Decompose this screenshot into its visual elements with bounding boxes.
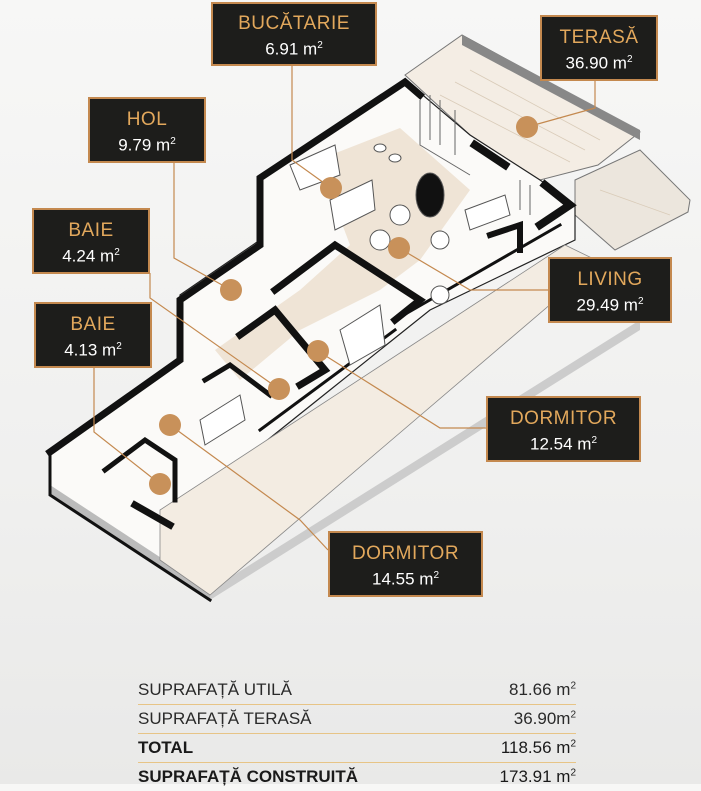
label-bucatarie: BUCĂTARIE 6.91 m2 — [211, 2, 377, 66]
leader-hol — [173, 162, 232, 291]
marker-baie2 — [149, 473, 171, 495]
leader-baie1 — [149, 273, 280, 390]
room-area: 4.24 m2 — [62, 246, 120, 266]
label-dormitor-2: DORMITOR 14.55 m2 — [328, 531, 483, 597]
marker-living — [388, 237, 410, 259]
label-dormitor-1: DORMITOR 12.54 m2 — [486, 396, 641, 462]
summary-row-total: TOTAL 118.56 m2 — [138, 734, 576, 763]
marker-terasa — [516, 116, 538, 138]
summary-value: 81.66 m2 — [509, 680, 576, 699]
label-baie-1: BAIE 4.24 m2 — [32, 208, 150, 274]
slab-edge — [50, 485, 210, 600]
marker-dormitor2 — [159, 414, 181, 436]
leader-dormitor1 — [317, 350, 486, 429]
room-name: BAIE — [68, 220, 114, 241]
summary-label: SUPRAFAȚĂ CONSTRUITĂ — [138, 767, 359, 786]
leader-living — [398, 247, 548, 291]
leader-lines — [93, 66, 596, 551]
terrace-railing — [462, 35, 640, 140]
marker-baie1 — [268, 378, 290, 400]
room-area: 6.91 m2 — [265, 39, 323, 59]
leader-baie2 — [93, 367, 161, 485]
leader-bucatarie — [291, 66, 332, 189]
summary-label: SUPRAFAȚĂ UTILĂ — [138, 680, 292, 699]
summary-value: 118.56 m2 — [500, 738, 576, 757]
summary-value: 173.91 m2 — [499, 767, 576, 786]
marker-bucatarie — [320, 177, 342, 199]
room-area: 29.49 m2 — [576, 295, 644, 315]
summary-value: 36.90m2 — [513, 709, 576, 728]
room-name: TERASĂ — [559, 27, 639, 48]
summary-label: TOTAL — [138, 738, 194, 757]
room-area: 36.90 m2 — [565, 53, 633, 73]
slab-edge-right — [210, 320, 640, 600]
room-name: DORMITOR — [351, 543, 460, 564]
room-area: 4.13 m2 — [64, 340, 122, 360]
label-living: LIVING 29.49 m2 — [548, 257, 672, 323]
area-summary-table: SUPRAFAȚĂ UTILĂ 81.66 m2 SUPRAFAȚĂ TERAS… — [138, 676, 576, 791]
room-markers — [149, 116, 538, 495]
room-area: 12.54 m2 — [530, 434, 597, 454]
room-name: BAIE — [70, 314, 116, 335]
leader-terasa — [526, 80, 596, 128]
marker-dormitor1 — [307, 340, 329, 362]
furniture — [199, 143, 511, 446]
room-area: 9.79 m2 — [118, 135, 176, 155]
summary-row-suprafata-terasa: SUPRAFAȚĂ TERASĂ 36.90m2 — [138, 705, 576, 734]
label-terasa: TERASĂ 36.90 m2 — [540, 15, 658, 81]
room-area: 14.55 m2 — [372, 569, 439, 589]
terrace-planks — [439, 69, 671, 216]
room-name: BUCĂTARIE — [238, 13, 350, 34]
summary-label: SUPRAFAȚĂ TERASĂ — [138, 709, 312, 728]
room-name: DORMITOR — [509, 408, 618, 429]
room-name: LIVING — [577, 269, 643, 290]
windows — [419, 95, 531, 215]
lower-balcony — [159, 244, 601, 596]
label-hol: HOL 9.79 m2 — [88, 97, 206, 163]
summary-row-suprafata-utila: SUPRAFAȚĂ UTILĂ 81.66 m2 — [138, 676, 576, 705]
summary-row-suprafata-construita: SUPRAFAȚĂ CONSTRUITĂ 173.91 m2 — [138, 763, 576, 791]
label-baie-2: BAIE 4.13 m2 — [34, 302, 152, 368]
leader-dormitor2 — [169, 424, 329, 551]
room-name: HOL — [126, 109, 168, 130]
marker-hol — [220, 279, 242, 301]
